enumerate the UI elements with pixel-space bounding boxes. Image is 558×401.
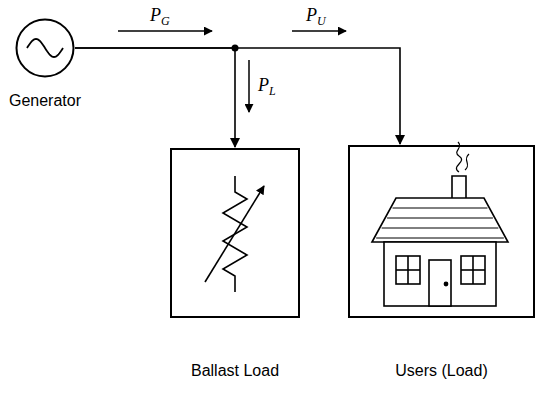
power-label: PG — [150, 6, 170, 27]
node-label: Ballast Load — [191, 362, 279, 380]
junction-dot — [232, 45, 239, 52]
flow-arrow — [118, 30, 212, 32]
flow-arrow — [248, 60, 250, 112]
users-load-box: Users (Load) — [348, 145, 535, 318]
flow-arrow — [292, 30, 346, 32]
generator-circle — [17, 20, 74, 77]
ballast-load-box: Ballast Load — [170, 148, 300, 318]
roof-line — [393, 208, 488, 209]
power-label: PL — [258, 76, 276, 97]
roof-line — [382, 228, 499, 229]
wire — [75, 48, 235, 147]
generator-circle — [15, 18, 75, 78]
sine-wave — [27, 39, 63, 57]
roof-line — [376, 238, 504, 239]
house-icon — [372, 142, 508, 306]
node-label: Generator — [9, 92, 81, 110]
node-label: Users (Load) — [395, 362, 487, 380]
power-label: PU — [306, 6, 326, 27]
resistor-symbol — [205, 176, 264, 292]
wire — [75, 48, 400, 144]
generator-symbol: Generator — [15, 18, 75, 78]
roof-line — [387, 218, 493, 219]
